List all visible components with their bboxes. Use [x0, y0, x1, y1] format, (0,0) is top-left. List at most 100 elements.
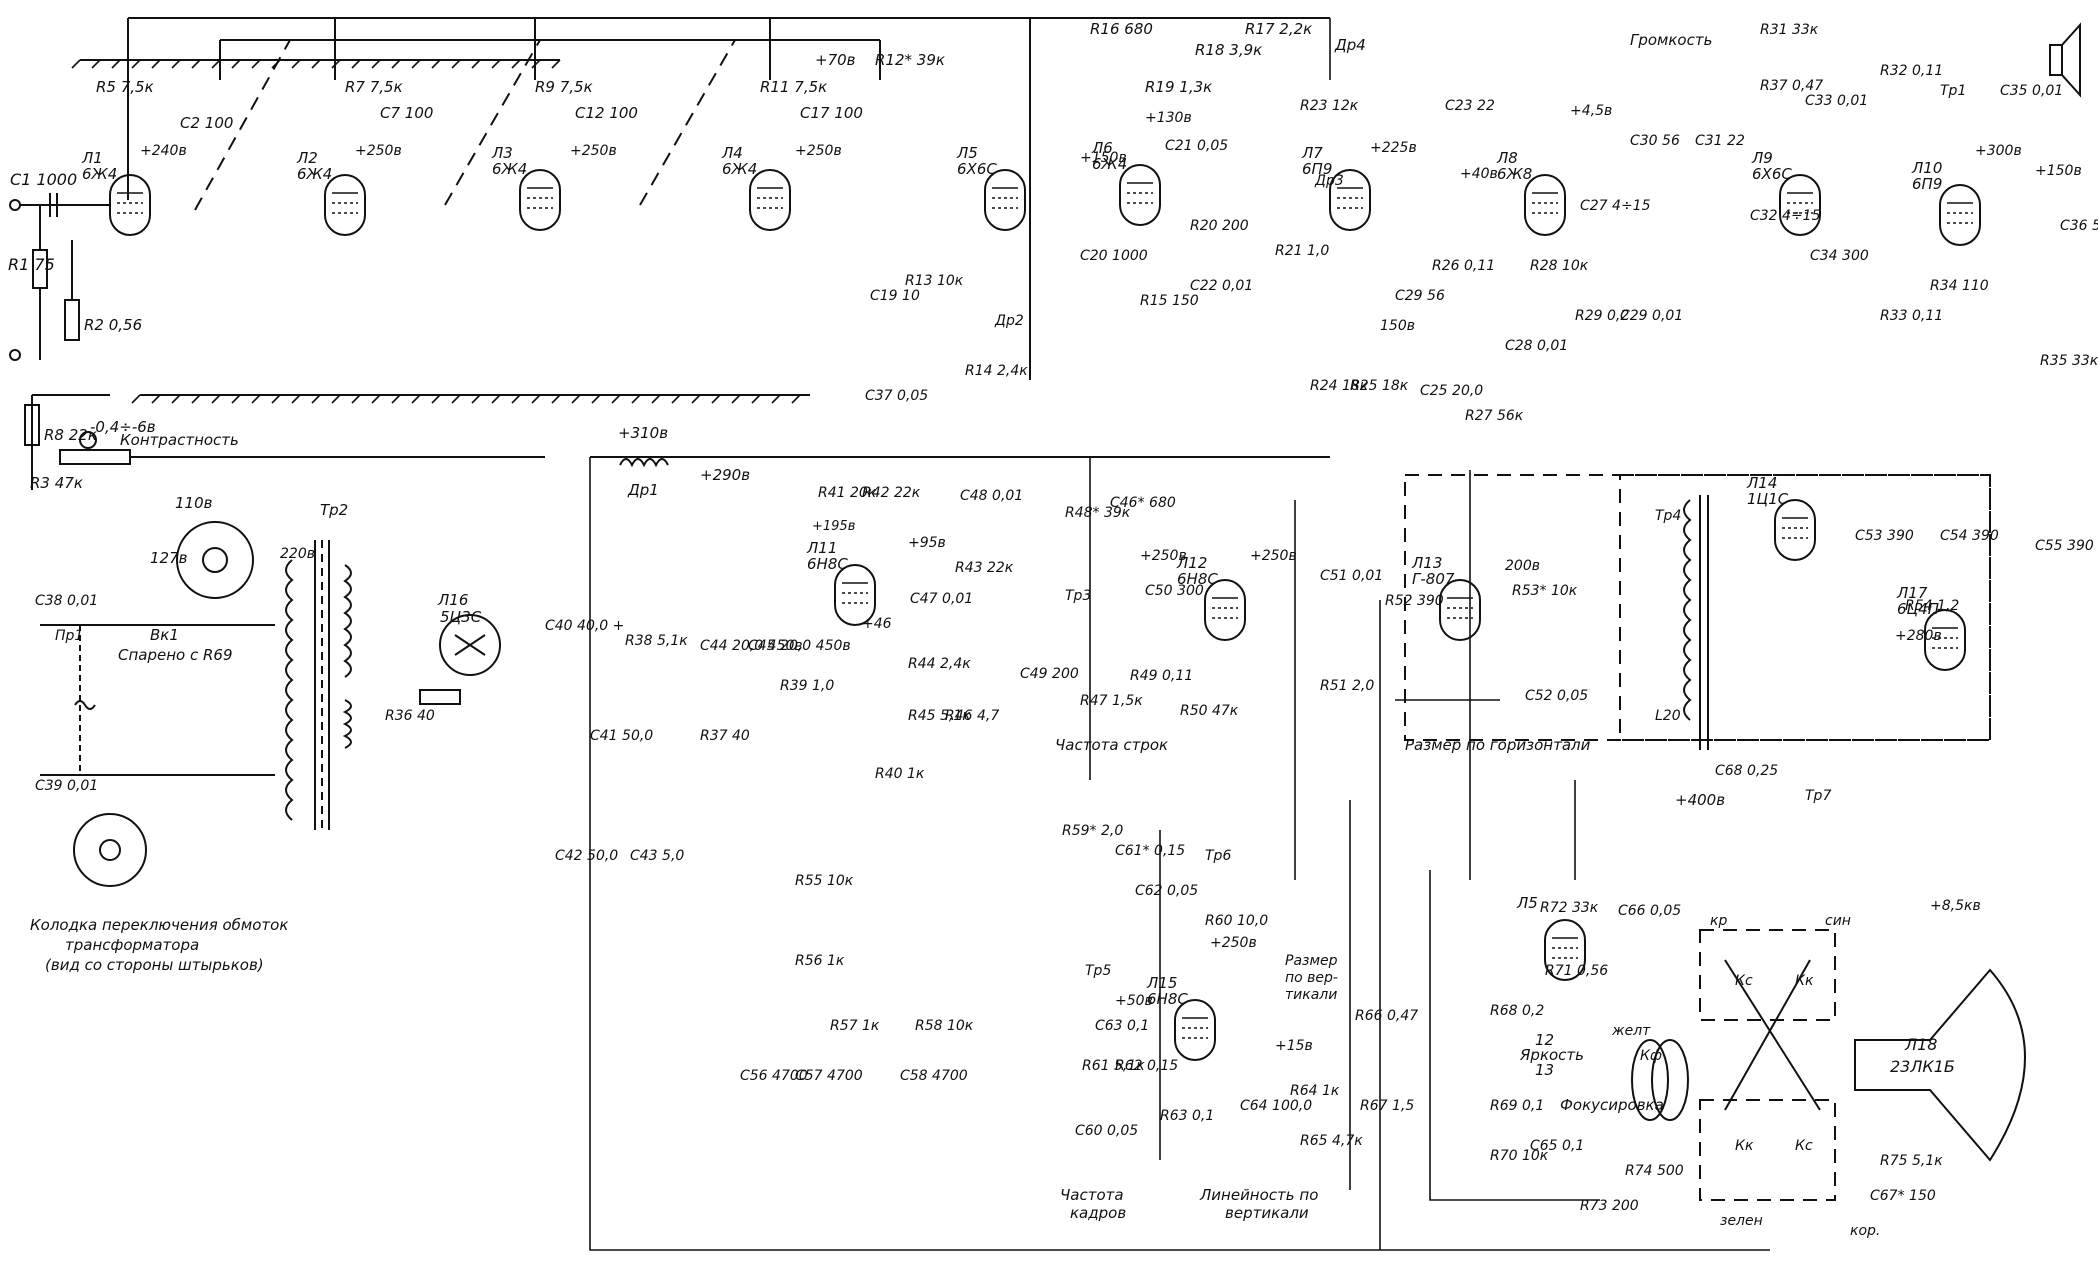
r44-label: R44 2,4к — [908, 656, 971, 672]
n13-label: 13 — [1535, 1061, 1554, 1079]
kor-label: кор. — [1850, 1223, 1880, 1239]
c39-label: С39 0,01 — [35, 778, 98, 794]
c17-label: С17 100 — [800, 104, 863, 122]
r56-label: R56 1к — [795, 953, 845, 969]
tube-ref: Л2 — [296, 149, 318, 167]
brightness-label: Яркость — [1519, 1046, 1584, 1064]
r8-label: R8 22к — [44, 426, 97, 444]
v290-label: +290в — [700, 466, 750, 484]
v130-label: +130в — [1145, 110, 1192, 126]
l16-type: 5Ц3С — [440, 608, 482, 626]
r23-label: R23 12к — [1300, 98, 1359, 114]
tube-type: 6Х6С — [1752, 165, 1792, 183]
r27-label: R27 56к — [1465, 408, 1524, 424]
r40-label: R40 1к — [875, 766, 925, 782]
crt-type: 23ЛК1Б — [1890, 1057, 1955, 1076]
tube-ref: Л13 — [1411, 554, 1442, 572]
c36-label: С36 5,0 450в — [2060, 218, 2098, 234]
c47-label: С47 0,01 — [910, 591, 973, 607]
c37-label: С37 0,05 — [865, 388, 928, 404]
tr6-label: Тр6 — [1205, 848, 1231, 864]
tube-type: 6Ж4 — [82, 165, 117, 183]
speaker-icon — [2049, 22, 2081, 98]
tube-ref: Л4 — [721, 144, 743, 162]
r49-label: R49 0,11 — [1130, 668, 1193, 684]
c55-label: С55 390 — [2035, 538, 2094, 554]
v240-label: +240в — [140, 143, 187, 159]
r66-label: R66 0,47 — [1355, 1008, 1418, 1024]
v250f-label: +250в — [1210, 935, 1257, 951]
c29-label: С29 56 — [1395, 288, 1445, 304]
r73-label: R73 200 — [1580, 1198, 1639, 1214]
v400-label: +400в — [1675, 791, 1725, 809]
v150b-label: 150в — [1380, 318, 1415, 334]
r34-label: R34 110 — [1930, 278, 1989, 294]
r51-label: R51 2,0 — [1320, 678, 1374, 694]
crt-ref: Л18 — [1904, 1035, 1937, 1054]
c29b-label: С29 0,01 — [1620, 308, 1683, 324]
r32-label: R32 0,11 — [1880, 63, 1943, 79]
r55-label: R55 10к — [795, 873, 854, 889]
c34-label: С34 300 — [1810, 248, 1869, 264]
v250d-label: +250в — [1140, 548, 1187, 564]
c2-label: С2 100 — [180, 114, 233, 132]
r43-label: R43 22к — [955, 560, 1014, 576]
r48-label: R48* 39к — [1065, 505, 1131, 521]
c48-label: С48 0,01 — [960, 488, 1023, 504]
tr5-label: Тр5 — [1085, 963, 1111, 979]
tr4-label: Тр4 — [1655, 508, 1681, 524]
c35-label: С35 0,01 — [2000, 83, 2063, 99]
r60-label: R60 10,0 — [1205, 913, 1268, 929]
voltage-selector[interactable] — [176, 521, 254, 599]
c22-label: С22 0,01 — [1190, 278, 1253, 294]
r29-label: R29 0,2 — [1575, 308, 1629, 324]
v127-label: 127в — [150, 549, 188, 567]
tube-ref: Л5 — [1516, 894, 1538, 912]
r7-label: R7 7,5к — [345, 78, 403, 96]
tube-ref: Л15 — [1146, 974, 1177, 992]
ks-lower: Кс — [1795, 1138, 1813, 1154]
r17-label: R17 2,2к — [1245, 20, 1312, 38]
mains-plug-icon — [74, 700, 96, 710]
vsize-1: Размер — [1285, 953, 1338, 969]
r64-label: R64 1к — [1290, 1083, 1340, 1099]
ks-upper: Кс — [1735, 973, 1753, 989]
r24-label: R24 18к — [1310, 378, 1369, 394]
tube-type: 6Н8С — [807, 555, 848, 573]
v300-label: +300в — [1975, 143, 2022, 159]
zelen-label: зелен — [1720, 1213, 1763, 1229]
tr1-label: Тр1 — [1940, 83, 1966, 99]
rectifier-5c3c — [439, 614, 501, 676]
tr3-label: Тр3 — [1065, 588, 1091, 604]
c21-label: С21 0,05 — [1165, 138, 1228, 154]
pr1-label: Пр1 — [55, 628, 83, 644]
dashed-hv-enclosure — [1404, 474, 1991, 741]
r1-label: R1 75 — [8, 255, 55, 274]
r57-label: R57 1к — [830, 1018, 880, 1034]
r70-label: R70 10к — [1490, 1148, 1549, 1164]
tube-type: 6Х6С — [957, 160, 997, 178]
tube-type: 6П9 — [1912, 175, 1942, 193]
r2-label: R2 0,56 — [84, 316, 142, 334]
sin-label: син — [1825, 913, 1851, 929]
interconnect-wires — [589, 18, 1770, 1251]
v40-label: +40в — [1460, 166, 1498, 182]
v250b-label: +250в — [570, 143, 617, 159]
c63-label: С63 0,1 — [1095, 1018, 1149, 1034]
c38-label: С38 0,01 — [35, 593, 98, 609]
r21-label: R21 1,0 — [1275, 243, 1329, 259]
power-transformer-tr2 — [285, 540, 352, 830]
c12-label: С12 100 — [575, 104, 638, 122]
r69-label: R69 0,1 — [1490, 1098, 1544, 1114]
r41-label: R41 20к — [818, 485, 877, 501]
c30-label: С30 56 — [1630, 133, 1680, 149]
r71-label: R71 0,56 — [1545, 963, 1608, 979]
dr4-label: Др4 — [1334, 36, 1366, 54]
dr3-label: Др3 — [1314, 173, 1344, 189]
vlin-1: Линейность по — [1199, 1186, 1318, 1204]
r54-label: R54 1,2 — [1905, 598, 1959, 614]
